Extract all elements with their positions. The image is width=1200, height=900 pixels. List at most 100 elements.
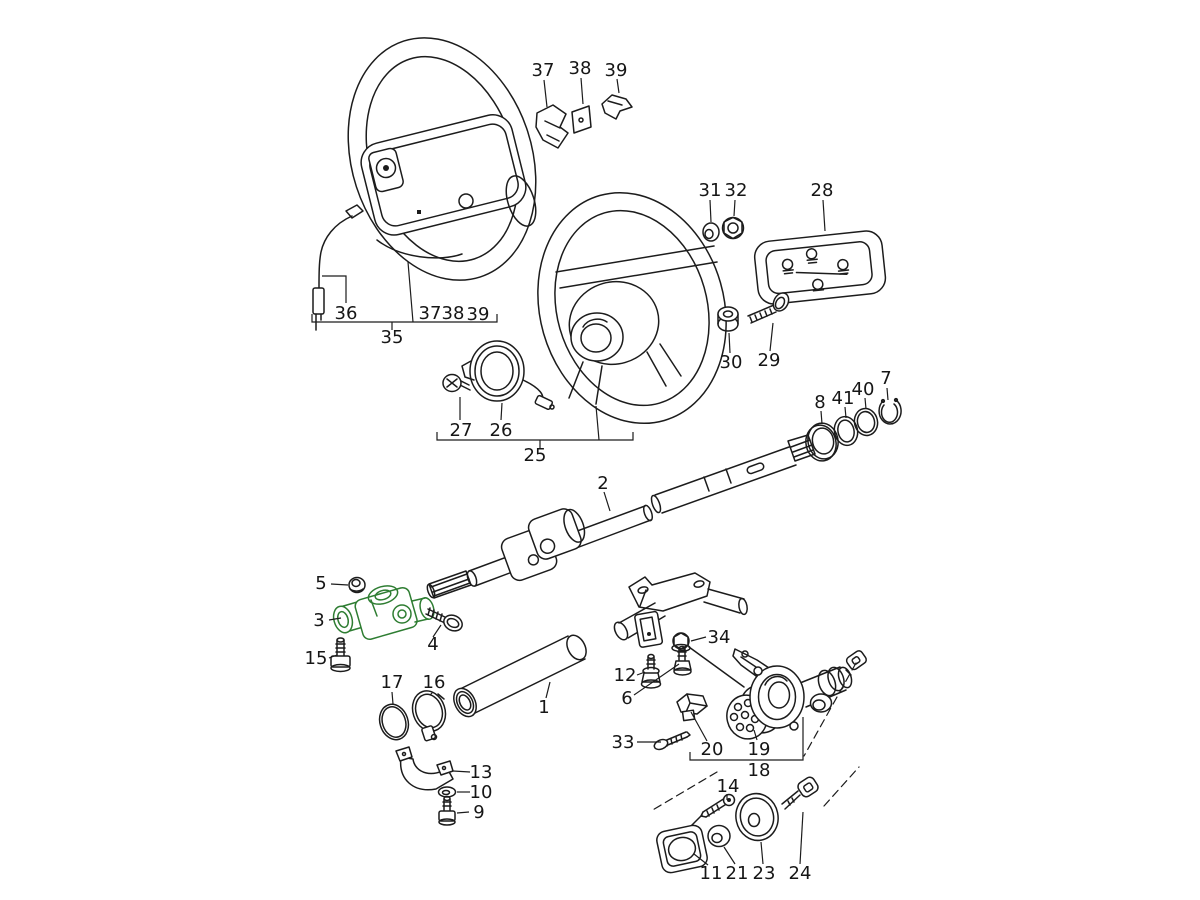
callout-27: 27 [450, 420, 473, 441]
part-15-bolt [330, 637, 351, 673]
leader-line-38 [580, 77, 584, 105]
leader-line-37 [543, 79, 548, 108]
wheel-25-leader [595, 405, 600, 441]
part-4-bolt [425, 607, 463, 632]
bracket-35 [311, 314, 498, 323]
callout-36: 36 [335, 303, 358, 324]
callout-23: 23 [753, 863, 776, 884]
part-7-snap-ring [878, 397, 902, 425]
part-column-support-bracket [613, 572, 748, 688]
callout-6: 6 [621, 688, 632, 709]
part-29-screw [747, 292, 790, 324]
callout-16: 16 [423, 672, 446, 693]
leader-line-19 [753, 729, 758, 741]
bracket-label-35: 35 [381, 327, 404, 348]
callout-7: 7 [880, 368, 891, 389]
leader-line-9 [456, 811, 470, 814]
part-41-ring [833, 415, 859, 447]
leader-line-12 [636, 671, 646, 676]
callout-8: 8 [814, 392, 825, 413]
part-30-bushing [717, 306, 739, 332]
callout-15: 15 [305, 648, 328, 669]
callout-2: 2 [597, 473, 608, 494]
leader-line-5 [330, 583, 349, 586]
steering-wheel-bare [537, 191, 727, 425]
callout-41: 41 [832, 388, 855, 409]
leader-line-15 [328, 654, 338, 659]
callout-29: 29 [758, 350, 781, 371]
callout-38: 38 [569, 58, 592, 79]
leader-line-3 [328, 617, 342, 621]
callout-37: 37 [532, 60, 555, 81]
part-9-screw [438, 795, 456, 826]
leader-line-1 [545, 681, 551, 699]
projection-dashed-lines [650, 662, 860, 812]
callout-38: 38 [442, 303, 465, 324]
leader-line-40 [864, 397, 867, 410]
bracket-label-18: 18 [748, 760, 771, 781]
part-23-disc [735, 792, 779, 842]
leader-line-36 [322, 275, 347, 303]
part-34-nut [671, 632, 691, 653]
part-10-washer [437, 786, 457, 798]
callout-40: 40 [852, 379, 875, 400]
callout-13: 13 [470, 762, 493, 783]
leader-line-31 [709, 199, 712, 223]
callout-3: 3 [313, 610, 324, 631]
leader-line-23 [760, 841, 764, 865]
leader-line-30 [728, 332, 731, 354]
leader-line-6 [633, 663, 680, 696]
callout-10: 10 [470, 782, 493, 803]
part-39-clip [601, 94, 633, 120]
part-21-ring [707, 824, 731, 848]
part-13-clamp [395, 746, 454, 791]
callout-30: 30 [720, 352, 743, 373]
leader-line-24 [799, 811, 804, 865]
leader-line-17 [391, 691, 394, 705]
leader-line-32 [733, 199, 736, 217]
leader-line-26 [500, 402, 503, 421]
callout-24: 24 [789, 863, 812, 884]
callout-21: 21 [726, 863, 749, 884]
leader-line-11 [693, 853, 709, 866]
callout-26: 26 [490, 420, 513, 441]
part-2-steering-shaft [426, 434, 816, 599]
leader-line-16 [429, 691, 434, 696]
part-38-plate [571, 105, 592, 134]
callout-28: 28 [811, 180, 834, 201]
callout-4: 4 [427, 634, 438, 655]
callout-1: 1 [538, 697, 549, 718]
wheel-35-leader [407, 261, 414, 323]
part-3-coupling-highlighted [332, 585, 435, 640]
callout-20: 20 [701, 739, 724, 760]
part-32-nut [721, 216, 745, 240]
part-1-jacket-tube [453, 634, 587, 718]
part-40-ring [853, 407, 879, 437]
leader-line-21 [723, 846, 736, 865]
leader-line-39 [616, 78, 620, 94]
leader-line-13 [452, 770, 471, 773]
leader-line-8 [820, 410, 823, 425]
steering-wheel-airbag [347, 37, 537, 281]
callout-39: 39 [467, 304, 490, 325]
part-ignition-lock-housing [732, 648, 867, 731]
leader-line-4 [432, 624, 442, 638]
callout-31: 31 [699, 180, 722, 201]
part-28-horn-pad [753, 230, 887, 305]
part-17-oring [378, 703, 410, 741]
callout-9: 9 [473, 802, 484, 823]
callout-33: 33 [612, 732, 635, 753]
part-11-bezel [656, 824, 708, 874]
part-26-slip-ring [461, 340, 555, 411]
callout-14: 14 [717, 776, 740, 797]
part-27-screw [442, 373, 471, 393]
part-31-washer [702, 222, 720, 242]
part-8-ring [805, 422, 839, 462]
callout-11: 11 [700, 863, 723, 884]
callout-19: 19 [748, 739, 771, 760]
part-16-clamp-ring [411, 690, 447, 742]
callout-39: 39 [605, 60, 628, 81]
